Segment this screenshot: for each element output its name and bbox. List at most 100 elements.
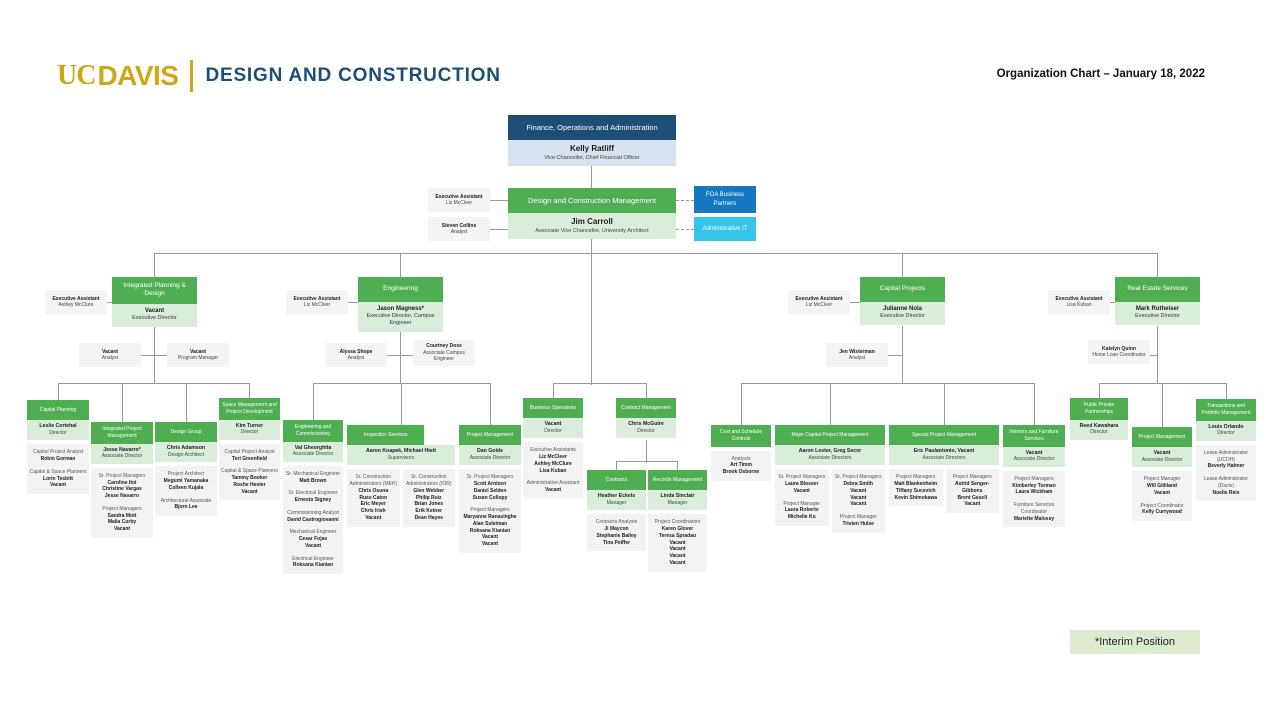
- staff-role-title: Analysts: [731, 455, 751, 462]
- leader-name: Julianne Nola: [882, 306, 922, 312]
- leader-role: Director: [1090, 429, 1108, 436]
- card-title: Design Group: [155, 422, 217, 442]
- staff-role-title: Sr. Project Managers: [834, 474, 882, 481]
- connector-line: [902, 326, 903, 384]
- connector-line: [141, 355, 167, 356]
- staff-name: Astrid Senger-Gibbons: [955, 481, 990, 494]
- staff-role-title: Project Manager: [839, 514, 877, 520]
- connector-line: [490, 229, 508, 230]
- staff-name: Dean Hayes: [414, 514, 443, 521]
- assistant-line2: Analyst: [450, 229, 468, 235]
- staff-name: Philip Ruiz: [415, 494, 442, 501]
- dept-title: Integrated Planning & Design: [112, 277, 197, 304]
- aide-line2: Analyst: [347, 355, 365, 361]
- staff-name: Russ Caton: [359, 494, 388, 501]
- staff-name: Laura Roberts: [784, 507, 819, 514]
- leader-role: Director: [637, 427, 655, 434]
- staff-role-title: Project Managers: [896, 474, 936, 481]
- aide-line1: Jen Wisterman: [839, 348, 875, 355]
- staff-role-title: Commissioning Analyst: [287, 509, 339, 516]
- staff-role-title: Sr. Mechanical Engineer: [285, 470, 341, 477]
- staff-name: Lisa Kuban: [539, 467, 567, 474]
- leader-role: Executive Director: [132, 314, 177, 321]
- card-title: Special Project Management: [889, 425, 999, 445]
- card-title: Integrated Project Management: [91, 422, 153, 444]
- connector-line: [1157, 326, 1158, 384]
- staff-name: Chris Irish: [360, 508, 386, 514]
- staff-list: Sr. Construction Administrators (IOR)Gle…: [402, 469, 455, 527]
- connector-line: [616, 461, 678, 462]
- leader-role: Manager: [606, 499, 627, 506]
- aide-box: Vacant Program Manager: [167, 343, 229, 367]
- connector-line: [490, 200, 508, 201]
- staff-role-title: Project Managers: [470, 507, 510, 514]
- card-title: Records Management: [648, 470, 707, 490]
- leader-name: Chris McGuire: [628, 421, 664, 427]
- leader-role: Supervisors: [387, 454, 415, 461]
- connector-line: [888, 355, 902, 356]
- connector-line: [830, 383, 831, 428]
- aide-box: Vacant Analyst: [79, 343, 141, 367]
- staff-name: Vacant: [1153, 489, 1171, 496]
- assistant-box: Steven Collins Analyst: [428, 217, 490, 241]
- leader-role: Associate Vice Chancellor, University Ar…: [535, 228, 649, 234]
- connector-line: [741, 383, 742, 428]
- staff-name: Vacant: [669, 546, 686, 553]
- staff-name: Vacant: [669, 539, 686, 546]
- staff-name: Malia Curby: [107, 519, 137, 526]
- leader-role: Executive Director, Campus Engineer: [366, 313, 435, 326]
- aide-line2: Analyst: [101, 355, 119, 361]
- dept-leader: Jason Magness*Executive Director, Campus…: [358, 302, 443, 332]
- aide-line2: Home Loan Coordinator: [1092, 352, 1146, 358]
- dept-title: Capital Projects: [860, 277, 945, 302]
- card-title: Project Management: [1132, 427, 1192, 447]
- connector-line: [591, 233, 592, 255]
- staff-name: Teri Greenfield: [232, 455, 267, 462]
- leader-role: Associate Director: [469, 454, 511, 461]
- assistant-line2: Liz McCleer: [303, 302, 331, 308]
- connector-line: [1099, 383, 1226, 384]
- staff-role-title: Capital Project Analyst: [32, 449, 84, 456]
- aide-line2: Analyst: [848, 355, 866, 361]
- staff-name: Debra Smith: [843, 481, 873, 487]
- connector-line: [677, 461, 678, 474]
- card-staff-columns: Lease Administrator (UCDH)Beverly Hahner…: [1196, 444, 1256, 502]
- connector-line: [107, 302, 113, 303]
- administrative-it-box: Administrative IT: [694, 217, 756, 241]
- connector-line: [348, 302, 358, 303]
- aide-line2: Program Manager: [177, 355, 219, 361]
- dcm-card: Design and Construction Management Jim C…: [508, 188, 676, 239]
- foa-leader: Kelly Ratliff Vice Chancellor, Chief Fin…: [508, 140, 676, 166]
- logo-divider: [190, 60, 194, 92]
- leader-role: Associate Director: [292, 451, 334, 458]
- staff-name: Daniel Selden: [473, 487, 507, 494]
